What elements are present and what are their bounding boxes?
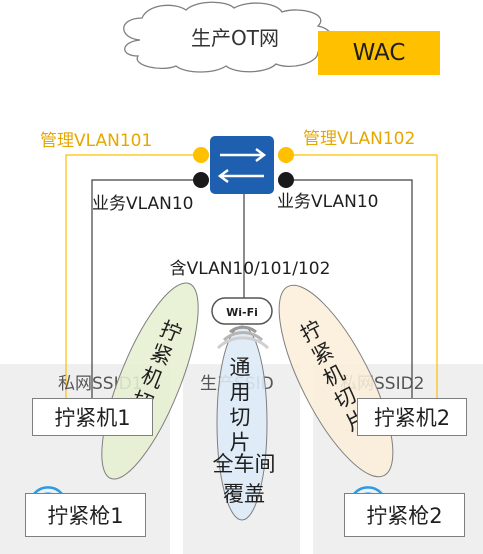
wac-box: WAC xyxy=(318,31,440,75)
tool-box-right: 拧紧枪2 xyxy=(344,493,465,537)
service-line-right xyxy=(286,179,413,398)
slice-char: 切 xyxy=(230,406,251,430)
mgmt-line-right xyxy=(286,154,438,398)
mgmt-vlan-right-label: 管理VLAN102 xyxy=(303,129,415,149)
svg-text:通用切片: 通用切片 xyxy=(230,356,251,455)
mgmt-vlan-left-label: 管理VLAN101 xyxy=(40,131,152,151)
coverage-line-1: 全车间 xyxy=(213,452,276,476)
ap-label: Wi-Fi xyxy=(226,306,258,319)
device-box-right: 拧紧机2 xyxy=(357,398,467,436)
service-vlan-right-label: 业务VLAN10 xyxy=(277,192,378,212)
service-line-left xyxy=(91,179,200,398)
access-point-icon xyxy=(211,297,273,350)
slice-char: 通 xyxy=(230,356,251,380)
device-box-left: 拧紧机1 xyxy=(32,398,153,436)
service-vlan-left-label: 业务VLAN10 xyxy=(92,194,193,214)
slice-char: 片 xyxy=(230,431,251,455)
trunk-label: 含VLAN10/101/102 xyxy=(170,259,331,279)
mgmt-line-left xyxy=(65,154,201,398)
slice-text-center: 通用切片 xyxy=(230,356,251,455)
coverage-line-2: 覆盖 xyxy=(223,482,265,506)
slice-char: 用 xyxy=(230,381,251,405)
tool-box-left: 拧紧枪1 xyxy=(25,493,146,537)
cloud-label: 生产OT网 xyxy=(191,26,279,50)
switch-icon xyxy=(193,136,294,194)
